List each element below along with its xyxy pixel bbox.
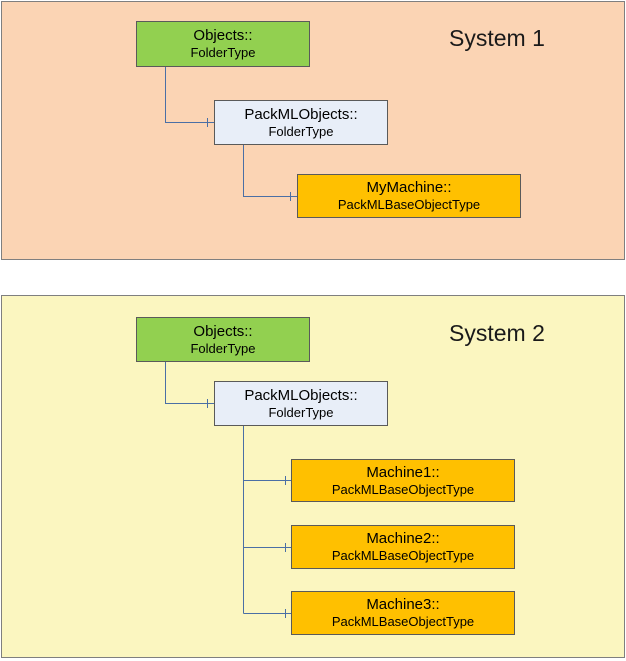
link-objects-packmlobjects-1: [165, 67, 214, 123]
node-type: FolderType: [268, 123, 334, 139]
node-name: PackMLObjects::: [244, 105, 358, 123]
node-packmlobjects-2[interactable]: PackMLObjects:: FolderType: [214, 381, 388, 426]
node-packmlobjects-1[interactable]: PackMLObjects:: FolderType: [214, 100, 388, 145]
node-mymachine[interactable]: MyMachine:: PackMLBaseObjectType: [297, 174, 521, 218]
node-objects-1[interactable]: Objects:: FolderType: [136, 21, 310, 67]
node-name: Objects::: [193, 27, 253, 45]
node-machine2[interactable]: Machine2:: PackMLBaseObjectType: [291, 525, 515, 569]
node-machine3[interactable]: Machine3:: PackMLBaseObjectType: [291, 591, 515, 635]
node-type: FolderType: [268, 404, 334, 420]
node-name: MyMachine::: [366, 179, 452, 197]
node-objects-2[interactable]: Objects:: FolderType: [136, 317, 310, 362]
node-name: PackMLObjects::: [244, 386, 358, 404]
node-name: Machine2::: [366, 530, 440, 548]
node-type: FolderType: [190, 340, 256, 356]
node-name: Objects::: [193, 322, 253, 340]
node-name: Machine1::: [366, 463, 440, 481]
node-type: PackMLBaseObjectType: [331, 548, 475, 564]
node-type: PackMLBaseObjectType: [331, 614, 475, 630]
node-name: Machine3::: [366, 596, 440, 614]
link-packmlobjects-mymachine: [243, 145, 297, 197]
system-1-title: System 1: [449, 25, 545, 51]
system-2-title: System 2: [449, 320, 545, 346]
link-objects-packmlobjects-2: [165, 362, 214, 404]
node-type: FolderType: [190, 45, 256, 61]
node-type: PackMLBaseObjectType: [337, 197, 481, 213]
node-machine1[interactable]: Machine1:: PackMLBaseObjectType: [291, 459, 515, 502]
node-type: PackMLBaseObjectType: [331, 481, 475, 497]
